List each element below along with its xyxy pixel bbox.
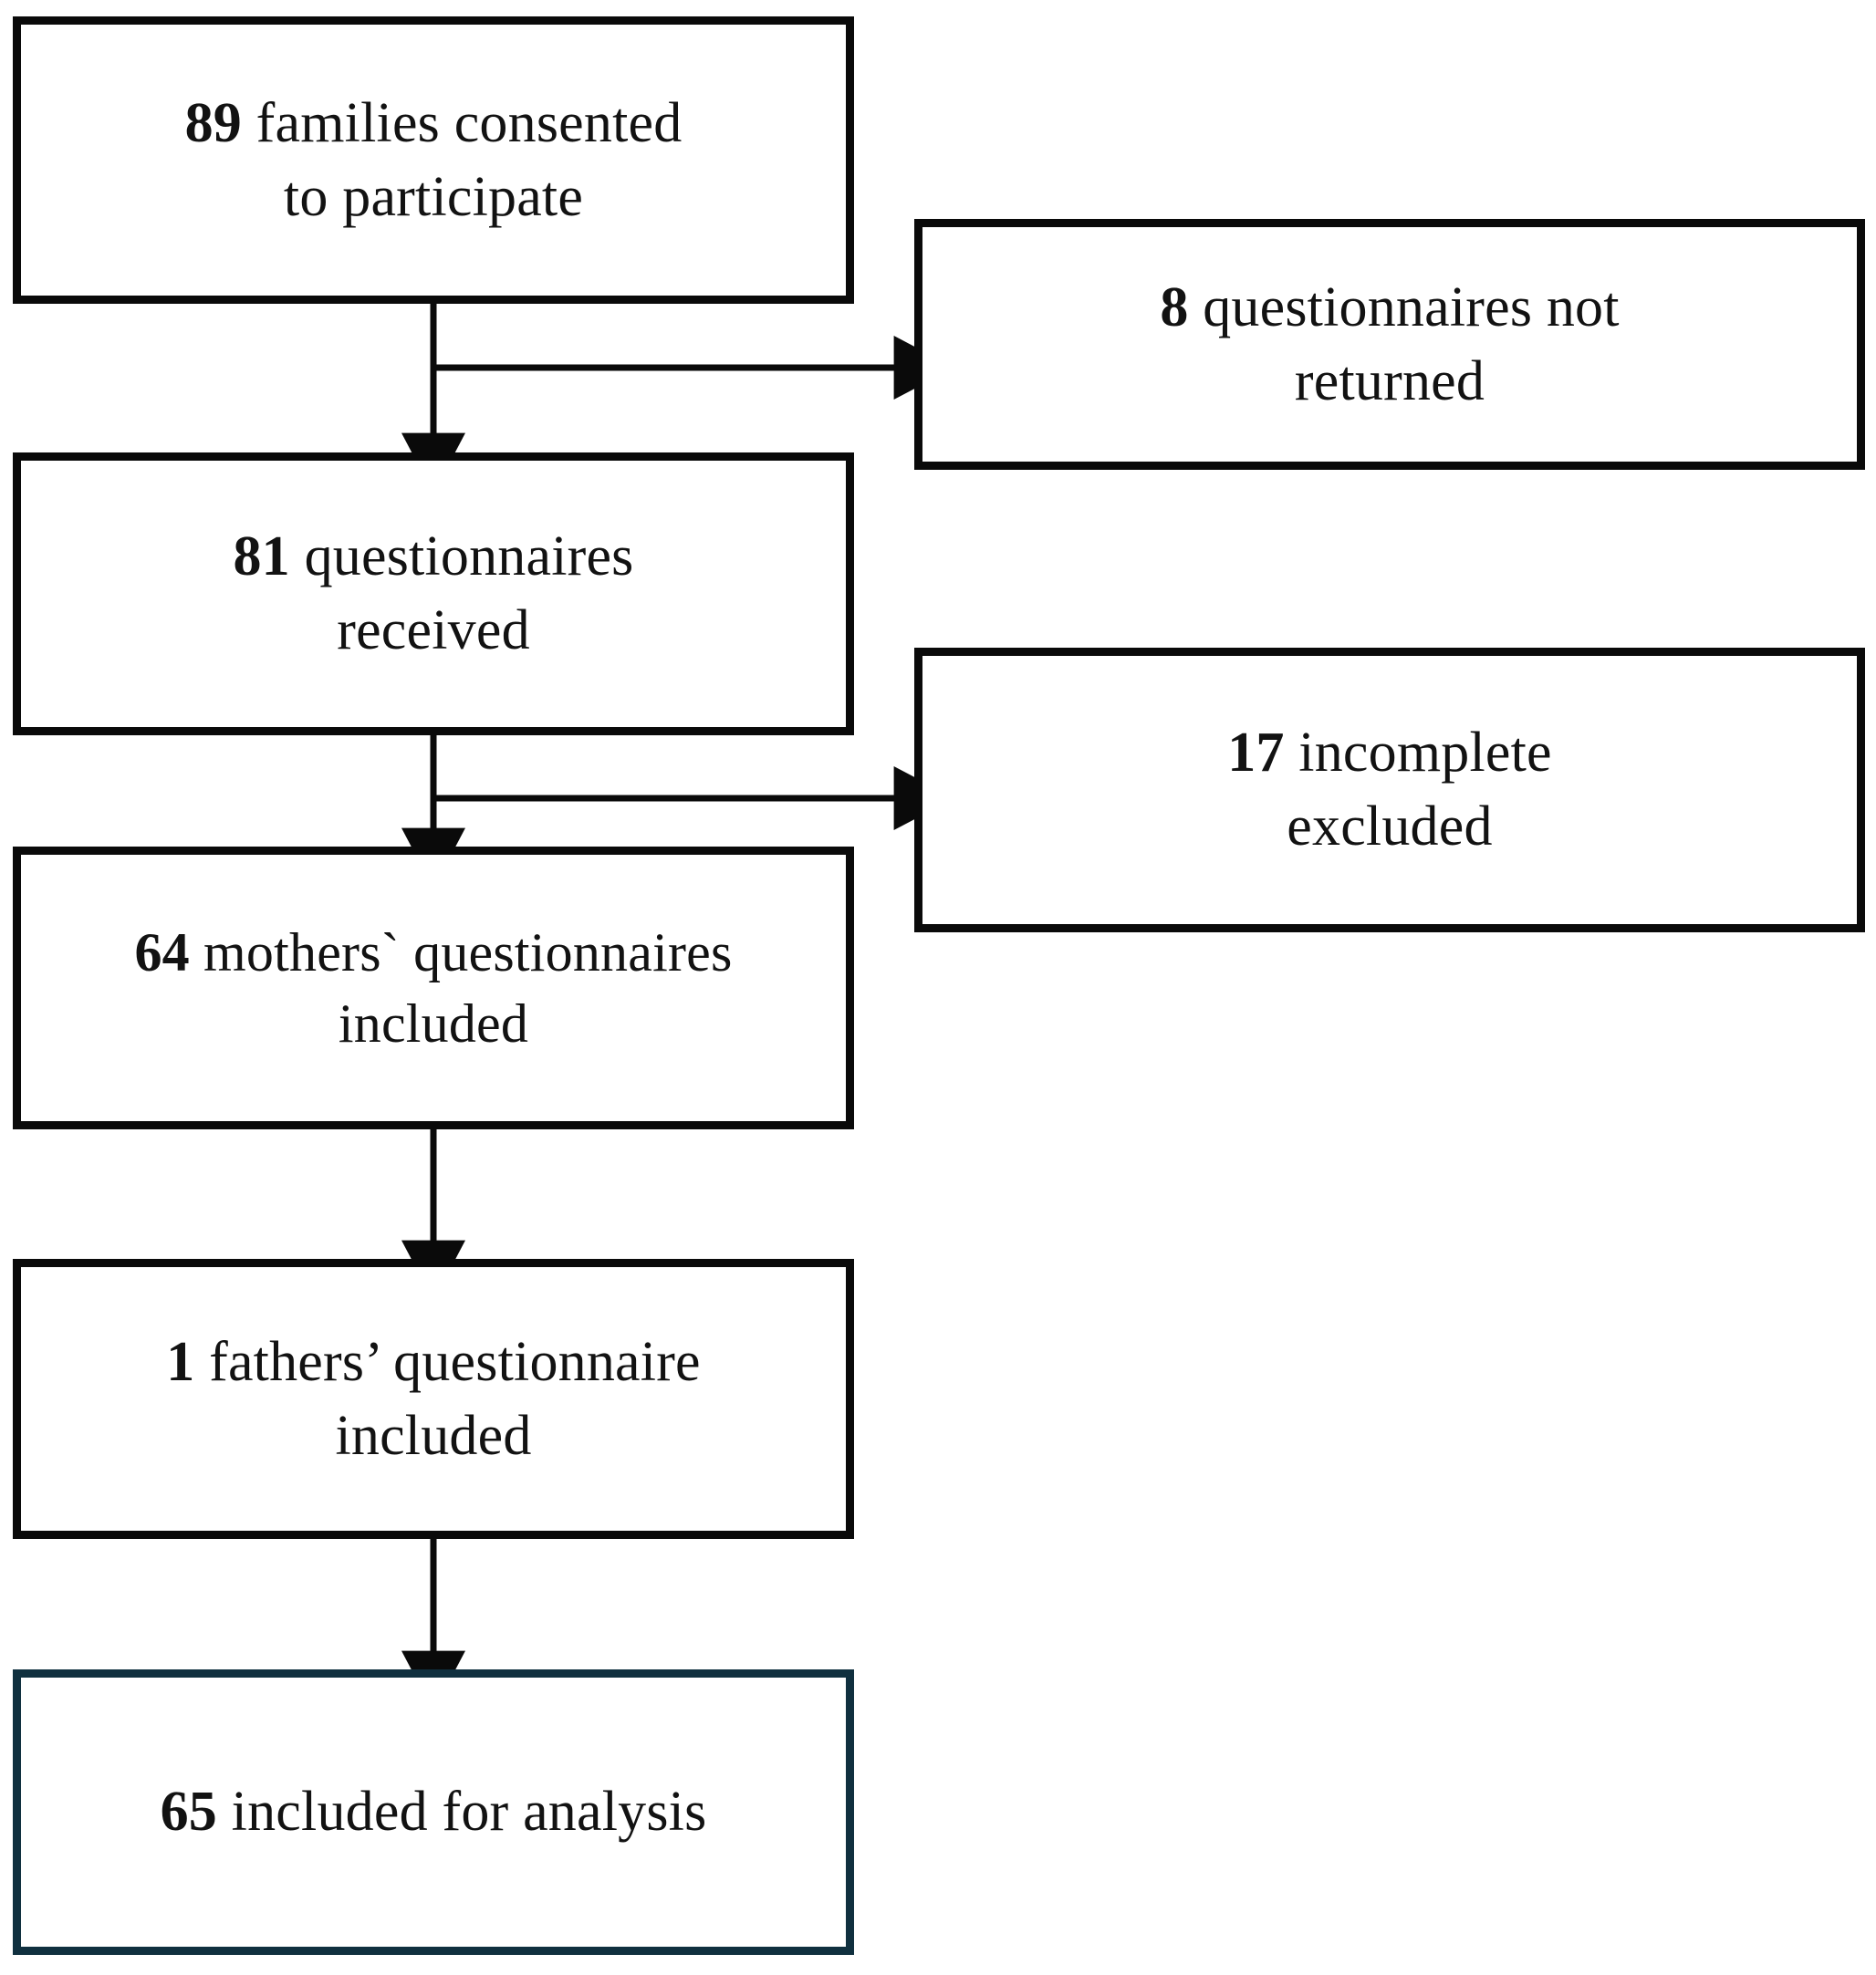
node-count: 17 xyxy=(1227,722,1285,785)
node-fathers-questionnaire-included: 1 fathers’ questionnaire included xyxy=(13,1259,854,1539)
node-count: 64 xyxy=(134,922,190,982)
node-label-questionnaires-not-returned: 8 questionnaires not returned xyxy=(1160,275,1620,412)
node-count: 1 xyxy=(166,1330,195,1393)
node-label-families-consented: 89 families consented to participate xyxy=(184,91,683,228)
node-count: 81 xyxy=(233,525,290,588)
node-questionnaires-received: 81 questionnaires received xyxy=(13,452,854,735)
node-questionnaires-not-returned: 8 questionnaires not returned xyxy=(914,219,1865,470)
node-label-fathers-questionnaire-included: 1 fathers’ questionnaire included xyxy=(166,1330,701,1467)
node-incomplete-excluded: 17 incomplete excluded xyxy=(914,648,1865,932)
node-label-mothers-questionnaires-included: 64 mothers` questionnaires included xyxy=(134,922,733,1054)
node-label-incomplete-excluded: 17 incomplete excluded xyxy=(1227,722,1552,858)
node-included-for-analysis: 65 included for analysis xyxy=(13,1669,854,1955)
node-families-consented: 89 families consented to participate xyxy=(13,16,854,304)
node-label-included-for-analysis: 65 included for analysis xyxy=(160,1781,707,1844)
node-count: 65 xyxy=(160,1781,217,1844)
node-mothers-questionnaires-included: 64 mothers` questionnaires included xyxy=(13,847,854,1129)
node-count: 89 xyxy=(184,91,242,154)
node-label-questionnaires-received: 81 questionnaires received xyxy=(233,525,634,661)
node-count: 8 xyxy=(1160,275,1189,338)
